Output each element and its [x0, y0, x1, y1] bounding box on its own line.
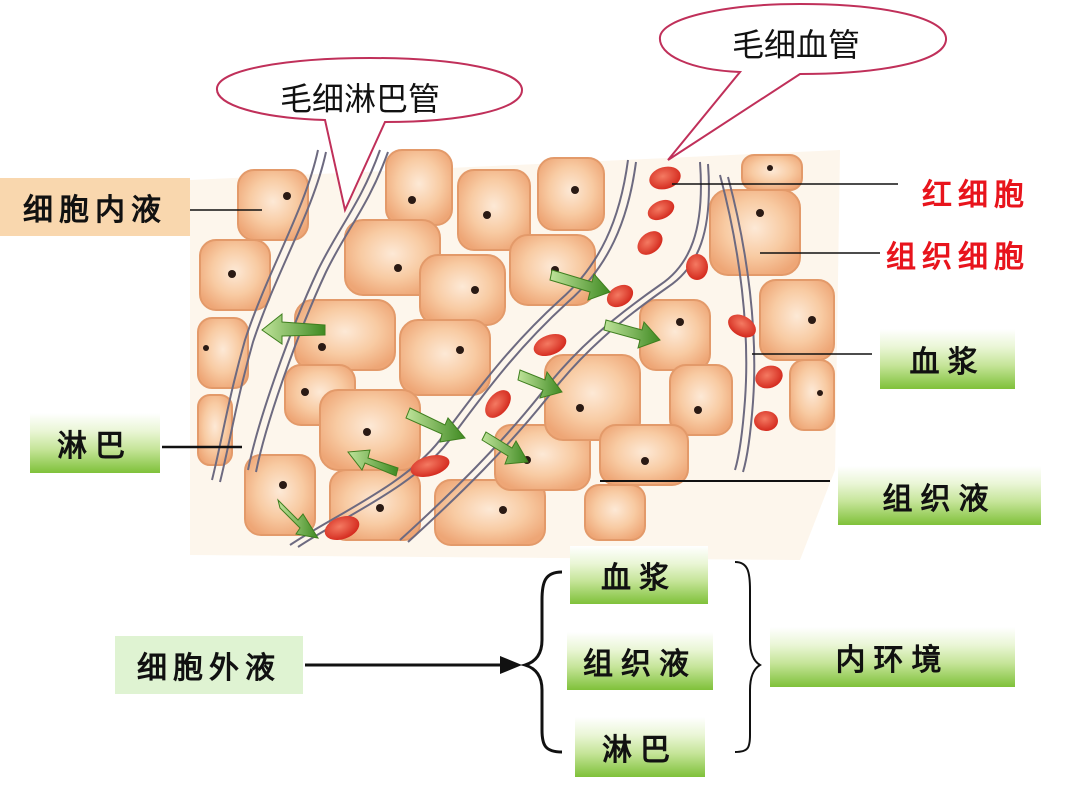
plasma-label: 血浆 — [880, 329, 1015, 389]
leader-lines — [190, 183, 898, 482]
arrow-icon — [405, 407, 466, 443]
tissue-cell — [244, 454, 316, 536]
tissue-cell — [385, 149, 453, 226]
arrow-icon — [277, 498, 320, 539]
tissue-cell — [741, 154, 803, 191]
blood-capillary-bubble — [658, 2, 948, 161]
tissue-cell — [544, 354, 641, 441]
tissue-cell — [669, 364, 733, 436]
arrow-icon — [549, 269, 611, 301]
tissue-cell — [709, 189, 801, 276]
lymph-capillary-callout: 毛细淋巴管 — [280, 80, 441, 118]
flow-arrows — [261, 269, 661, 539]
tissue-cell — [457, 169, 531, 251]
arrow-icon — [603, 319, 661, 349]
red-blood-cells — [324, 166, 783, 541]
blood-capillary — [289, 159, 756, 548]
tissue-cell-label: 组织细胞 — [886, 240, 1030, 275]
tissue-cell — [419, 254, 506, 326]
right-brace-icon — [734, 561, 762, 753]
tissue-cell — [537, 157, 605, 231]
lymph-capillary-bubble — [216, 56, 524, 214]
tissue-cell — [197, 317, 249, 389]
tissue-cell — [789, 359, 835, 431]
intracellular-fluid-label: 细胞内液 — [0, 178, 190, 236]
red-blood-cell-label: 红细胞 — [922, 178, 1030, 213]
classification-tissue-fluid: 组织液 — [567, 632, 713, 690]
tissue-cell — [759, 279, 835, 361]
tissue-cell — [237, 169, 309, 241]
internal-environment-label: 内环境 — [770, 627, 1015, 687]
tissue-cell — [434, 479, 546, 546]
tissue-cell — [599, 424, 689, 486]
arrow-icon — [481, 431, 529, 465]
tissue-cells — [197, 149, 835, 546]
arrow-head-icon — [500, 656, 522, 674]
arrow-icon — [517, 369, 563, 399]
lymph-capillary — [211, 149, 389, 483]
tissue-cell — [584, 484, 646, 541]
lymph-label: 淋巴 — [30, 413, 160, 473]
tissue-cell — [399, 319, 491, 396]
classification-plasma: 血浆 — [570, 546, 708, 604]
classification-lymph: 淋巴 — [575, 717, 705, 777]
left-brace-icon — [519, 570, 563, 754]
extracellular-fluid-label: 细胞外液 — [115, 636, 303, 694]
blood-capillary-callout: 毛细血管 — [732, 26, 861, 64]
arrow-icon — [261, 312, 326, 345]
arrow-icon — [347, 449, 399, 477]
tissue-fluid-label: 组织液 — [838, 466, 1041, 525]
